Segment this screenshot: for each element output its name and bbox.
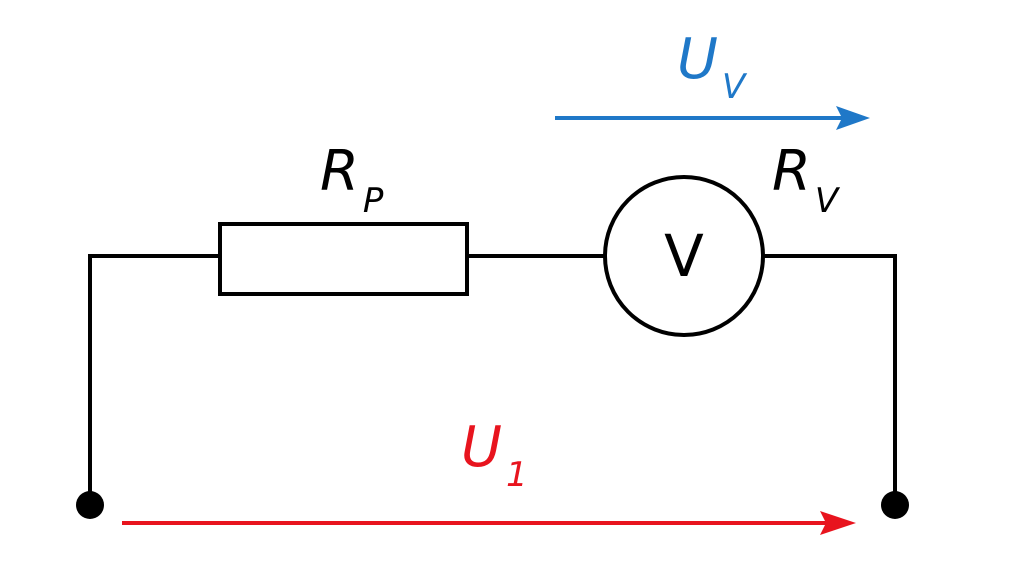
resistor-rp [218, 222, 469, 296]
resistor-rp-label-main: R [320, 139, 359, 204]
terminal-left [76, 491, 104, 519]
voltmeter-symbol [603, 175, 765, 337]
wire-left [88, 254, 220, 505]
circuit-wires [88, 254, 897, 505]
voltmeter-rv-label-sub: V [815, 181, 841, 221]
voltage-uv-arrow [555, 106, 870, 130]
voltage-u1-arrow [122, 511, 856, 535]
voltmeter-rv-label-main: R [772, 139, 811, 204]
voltage-u1-label-main: U [461, 415, 502, 480]
voltage-uv-label-main: U [677, 27, 718, 92]
wire-right [764, 254, 897, 505]
terminal-right [881, 491, 909, 519]
voltage-u1-label-sub: 1 [506, 455, 528, 495]
resistor-rp-label-sub: P [363, 181, 384, 221]
voltage-uv-label-sub: V [722, 67, 748, 107]
voltmeter-letter: V [664, 222, 704, 290]
